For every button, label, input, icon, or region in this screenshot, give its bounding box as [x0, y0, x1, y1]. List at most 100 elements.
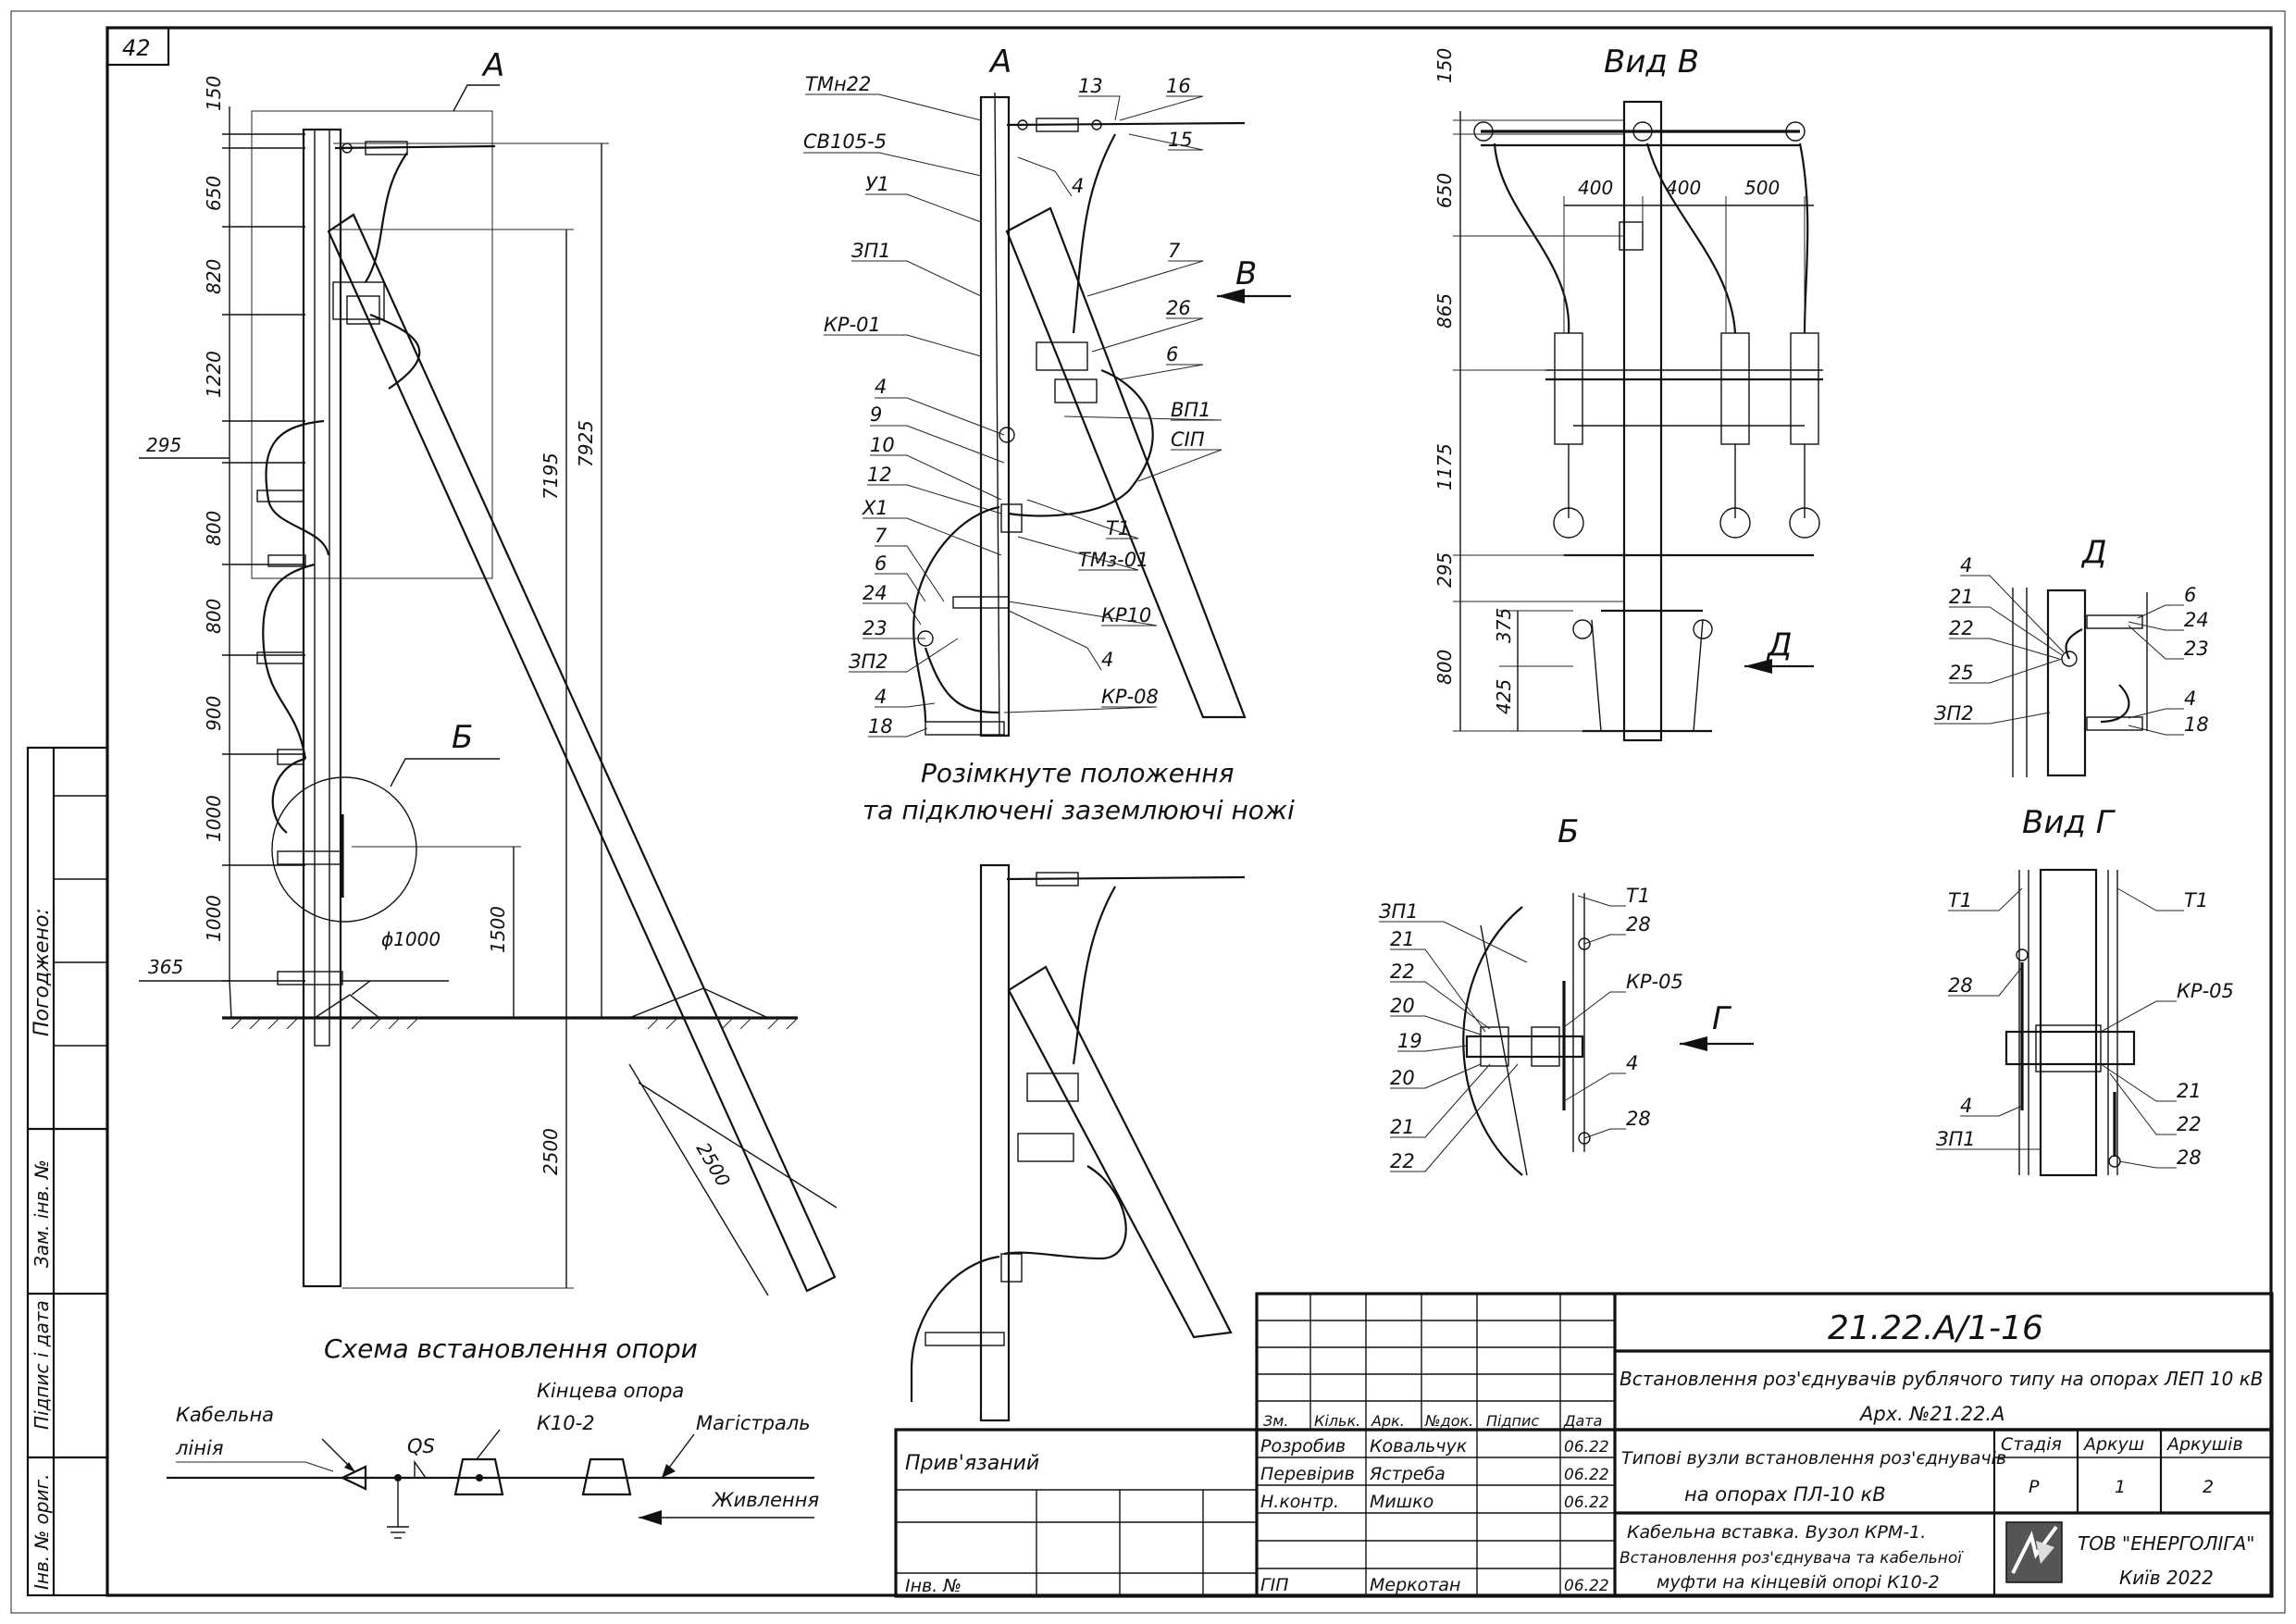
b-lbl-21b: 21 [1390, 1116, 1415, 1138]
detail-b-label: Б [1558, 813, 1579, 850]
outer-border [10, 10, 2286, 1614]
arrow-g-label: Г [1712, 1000, 1732, 1037]
lbl-r26: 26 [1166, 297, 1191, 319]
lbl-kr08: КР-08 [1101, 686, 1159, 708]
lbl-l10: 10 [870, 434, 895, 456]
tb-col-data: Дата [1563, 1412, 1602, 1430]
tb-arkush-h: Аркуш [2082, 1434, 2144, 1455]
b-lbl-28a: 28 [1626, 913, 1651, 936]
tb-doc-title-2: на опорах ПЛ-10 кВ [1684, 1483, 1886, 1506]
b-lbl-21a: 21 [1390, 928, 1415, 950]
g-lbl-28: 28 [1948, 974, 1973, 997]
lbl-r13: 13 [1078, 75, 1103, 97]
b-lbl-22a: 22 [1390, 961, 1415, 983]
sheet-number-box [105, 26, 170, 67]
lbl-sip: СІП [1171, 428, 1205, 451]
tb-sheet-title-3: муфти на кінцевій опорі К10-2 [1657, 1572, 1940, 1593]
d-lbl-24: 24 [2184, 609, 2209, 631]
arrow-v-head [1217, 289, 1245, 304]
tb-code: 21.22.А/1-16 [1828, 1309, 2043, 1347]
sheet-number: 42 [122, 35, 151, 61]
tb-role-4: ГІП [1260, 1575, 1288, 1595]
scheme-supply: Живлення [711, 1489, 819, 1511]
stamp-sign-date: Підпис і дата [31, 1300, 53, 1430]
d-lbl-23: 23 [2184, 638, 2209, 660]
vv-dim-4: 1175 [1433, 443, 1456, 490]
view-g: Вид Г [2004, 804, 2136, 1177]
tb-doc-title-1: Типові вузли встановлення роз'єднувачів [1621, 1448, 2006, 1469]
g-lbl-t1l: Т1 [1948, 889, 1972, 911]
lbl-l4b: 4 [875, 686, 887, 708]
tb-col-ark: Арк. [1371, 1412, 1405, 1430]
detail-b: Б [1462, 813, 1591, 1176]
d-lbl-22: 22 [1949, 617, 1974, 639]
center-labels: ТМн22 СВ105-5 У1 ЗП1 КР-01 4 9 10 12 Х1 … [803, 73, 1211, 738]
vv-top-dim-1: 400 [1578, 177, 1613, 199]
b-lbl-22b: 22 [1390, 1150, 1415, 1172]
scheme-end-pole-1: Кінцева опора [537, 1380, 684, 1402]
tb-city: Київ 2022 [2119, 1567, 2214, 1589]
vv-dim-1: 150 [1433, 48, 1456, 83]
arrow-d-label: Д [1766, 626, 1793, 663]
center-open-view [910, 863, 1246, 1422]
center-view-a: А [912, 43, 1247, 738]
left-dim-10: 1000 [203, 895, 225, 942]
dim-1500: 1500 [487, 906, 509, 953]
tb-col-pidpys: Підпис [1486, 1412, 1539, 1430]
left-dim-7: 800 [203, 599, 225, 634]
g-lbl-28r: 28 [2177, 1147, 2202, 1169]
lbl-r4b: 4 [1101, 649, 1113, 671]
stamp-agreed: Погоджено: [31, 908, 54, 1036]
tb-name-4: Меркотан [1370, 1575, 1460, 1595]
view-g-label: Вид Г [2022, 804, 2116, 841]
left-dim-9: 1000 [203, 795, 225, 842]
b-lbl-kr05: КР-05 [1626, 971, 1683, 993]
tb-col-ndok: №док. [1424, 1412, 1473, 1430]
lbl-l12: 12 [867, 464, 892, 486]
g-lbl-kr05: КР-05 [2177, 980, 2234, 1002]
vv-dim-3: 865 [1433, 293, 1456, 329]
left-dim-6: 800 [203, 511, 225, 546]
tb-arkushiv: 2 [2203, 1477, 2214, 1497]
b-lbl-t1: Т1 [1626, 885, 1650, 907]
view-d: Д [2012, 534, 2148, 777]
g-lbl-t1r: Т1 [2184, 889, 2208, 911]
view-g-labels: Т1 28 4 ЗП1 Т1 КР-05 21 22 28 [1936, 889, 2234, 1169]
tb-date-1: 06.22 [1564, 1438, 1609, 1457]
lbl-l23: 23 [863, 617, 887, 639]
vv-dim-7: 375 [1493, 608, 1515, 643]
left-dim-11: 365 [148, 956, 183, 978]
left-dim-8: 900 [203, 696, 225, 731]
tb-date-2: 06.22 [1564, 1466, 1609, 1484]
detail-b-labels: ЗП1 21 22 20 19 20 21 22 Т1 28 КР-05 4 2… [1379, 885, 1683, 1172]
left-dim-2: 650 [203, 176, 225, 211]
vv-dim-2: 650 [1433, 173, 1456, 208]
tb-prywyaz: Прив'язаний [905, 1452, 1039, 1475]
vv-top-dim-3: 500 [1744, 177, 1780, 199]
side-stamp: Погоджено: Зам. інв. № Підпис і дата Інв… [26, 746, 109, 1597]
b-lbl-4: 4 [1626, 1052, 1638, 1074]
tb-sheet-title-1: Кабельна вставка. Вузол КРМ-1. [1627, 1522, 1926, 1543]
tb-col-zm: Зм. [1263, 1412, 1288, 1430]
b-lbl-28b: 28 [1626, 1108, 1651, 1130]
tb-inv-no: Інв. № [905, 1576, 962, 1596]
lbl-zp2: ЗП2 [849, 651, 888, 673]
view-b-left-label: Б [452, 719, 473, 756]
dim-7925: 7925 [575, 420, 597, 467]
lbl-r15: 15 [1168, 129, 1193, 151]
tb-name-3: Мишко [1370, 1492, 1433, 1512]
tb-name-1: Ковальчук [1370, 1436, 1468, 1457]
dim-7195: 7195 [540, 452, 562, 500]
d-lbl-6: 6 [2184, 584, 2196, 606]
lbl-l18: 18 [868, 715, 893, 738]
arrow-g-head [1680, 1036, 1707, 1051]
view-a-left-label: А [481, 47, 504, 84]
view-v: Вид В [1433, 43, 1823, 742]
dim-2500-vertical: 2500 [540, 1128, 562, 1175]
lbl-vp1: ВП1 [1171, 399, 1211, 421]
tb-date-3: 06.22 [1564, 1494, 1609, 1512]
lbl-l24: 24 [863, 582, 887, 604]
left-dim-3: 820 [203, 259, 225, 294]
dim-2500-diagonal: 2500 [692, 1139, 735, 1191]
